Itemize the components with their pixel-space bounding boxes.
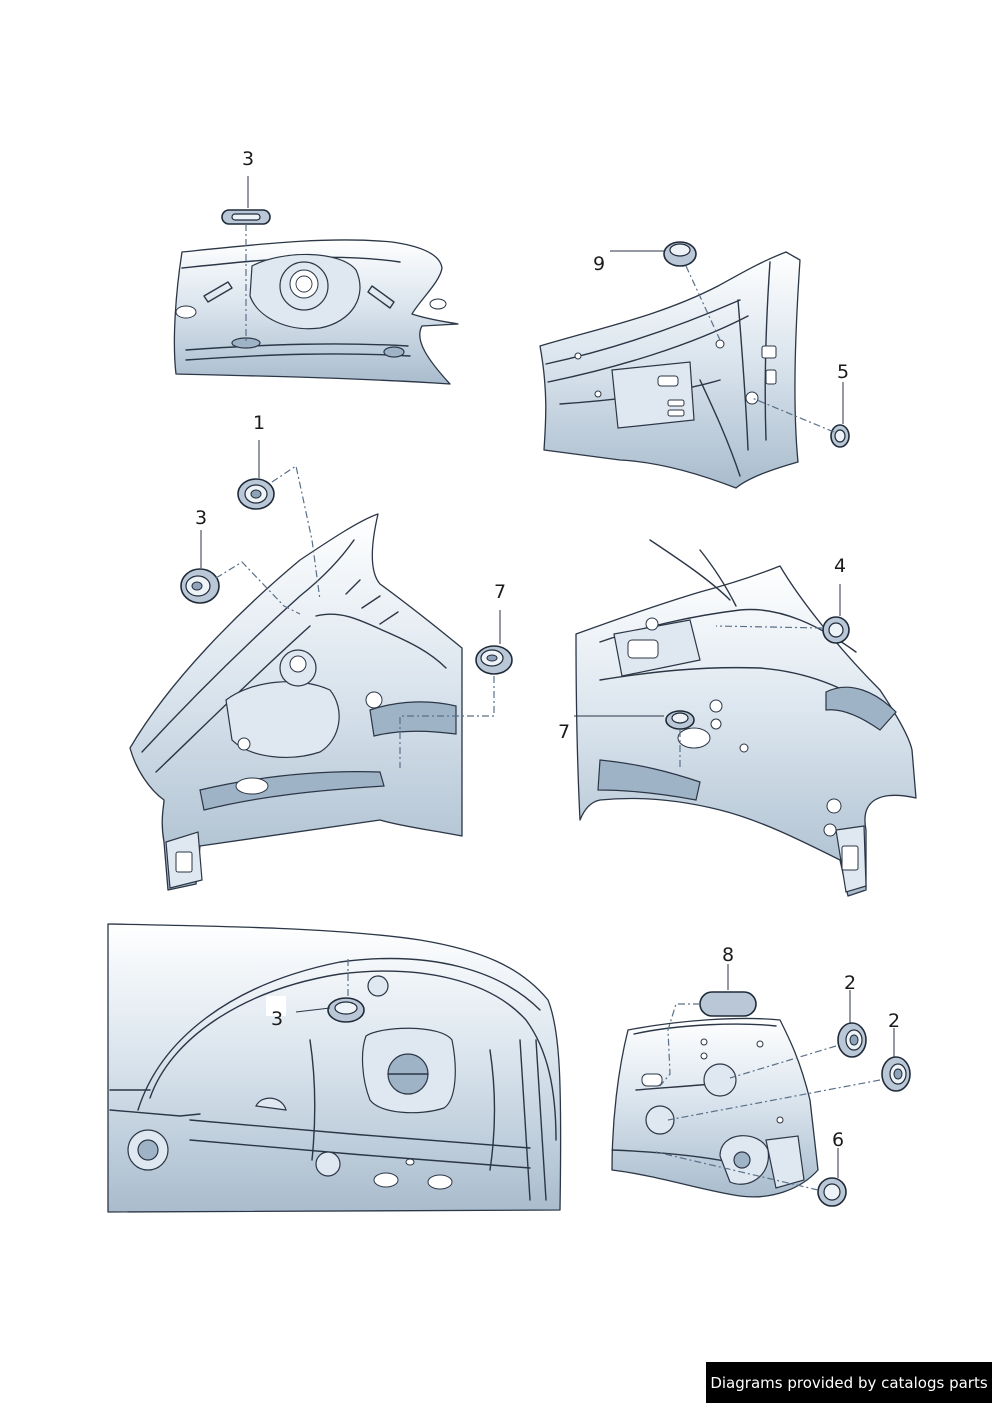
- grommet-part-3-arch: [327, 997, 365, 1023]
- view-strut-tower-top: [173, 239, 459, 385]
- attribution-text: Diagrams provided by catalogs parts: [710, 1373, 988, 1392]
- callout-2-upper: 2: [844, 972, 856, 994]
- leader-lines: [200, 176, 895, 1191]
- callout-1: 1: [253, 412, 265, 434]
- view-a-pillar: [539, 251, 801, 489]
- callout-6: 6: [832, 1129, 844, 1151]
- view-rear-wheel-arch: [107, 923, 562, 1213]
- callout-8: 8: [722, 944, 734, 966]
- callout-3-arch: 3: [271, 1008, 283, 1030]
- callout-2-lower: 2: [888, 1010, 900, 1032]
- grommet-part-3: [180, 568, 220, 604]
- view-front-left-wheelhouse: [129, 513, 463, 891]
- view-rear-panel: [611, 1017, 819, 1198]
- grommet-part-6: [817, 1177, 847, 1207]
- callout-3-arch-background: [266, 996, 286, 1016]
- grommet-part-2-upper: [837, 1022, 867, 1058]
- grommet-part-5: [830, 424, 850, 448]
- grommet-part-4: [822, 616, 850, 644]
- callout-4: 4: [834, 555, 846, 577]
- grommet-part-7-left: [475, 645, 513, 675]
- callout-7-left: 7: [494, 581, 506, 603]
- grommet-part-2-lower: [881, 1056, 911, 1092]
- callout-5: 5: [837, 361, 849, 383]
- grommet-part-3-oval: [221, 209, 271, 225]
- grommet-part-1: [237, 478, 275, 510]
- view-front-right-wheelhouse: [575, 539, 917, 897]
- grommet-part-8: [699, 991, 757, 1017]
- callout-9: 9: [593, 253, 605, 275]
- attribution-badge: Diagrams provided by catalogs parts: [706, 1362, 992, 1403]
- callout-3-mid: 3: [195, 507, 207, 529]
- callout-3-top: 3: [242, 148, 254, 170]
- grommet-part-7-right: [665, 710, 695, 730]
- callout-7-right: 7: [558, 721, 570, 743]
- grommet-part-9: [663, 241, 697, 267]
